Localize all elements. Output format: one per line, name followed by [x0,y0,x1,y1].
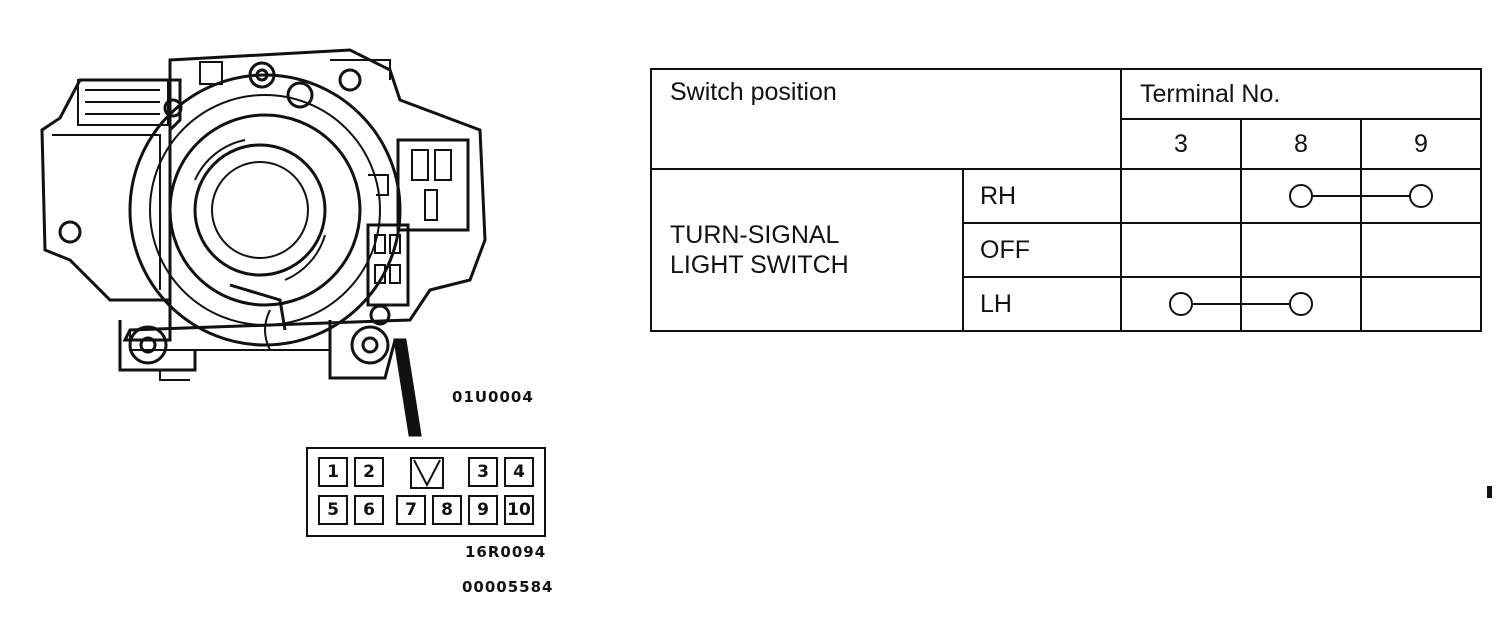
position-off: OFF [962,222,1122,278]
pin-4: 4 [504,457,534,487]
continuity-table: Switch position Terminal No. 3 8 9 TURN-… [650,68,1482,332]
terminal-8-header: 8 [1240,118,1362,170]
switch-name-cell: TURN-SIGNAL LIGHT SWITCH [650,168,964,332]
pin-6: 6 [354,495,384,525]
connector-face: 1 2 3 4 5 6 7 8 9 10 [306,447,546,537]
terminal-no-header: Terminal No. [1120,68,1482,120]
cell-lh-8 [1240,276,1362,332]
cell-lh-9 [1360,276,1482,332]
position-rh: RH [962,168,1122,224]
pin-1: 1 [318,457,348,487]
pin-3: 3 [468,457,498,487]
connector-code: 16R0094 [465,543,547,561]
switch-name-line2: LIGHT SWITCH [670,251,849,279]
document-code: 00005584 [462,578,554,596]
cell-rh-9 [1360,168,1482,224]
pin-10: 10 [504,495,534,525]
cell-off-8 [1240,222,1362,278]
pin-5: 5 [318,495,348,525]
pin-9: 9 [468,495,498,525]
switch-name-line1: TURN-SIGNAL [670,221,840,249]
terminal-3-header: 3 [1120,118,1242,170]
cell-rh-3 [1120,168,1242,224]
pin-8: 8 [432,495,462,525]
cell-off-9 [1360,222,1482,278]
position-lh: LH [962,276,1122,332]
terminal-9-header: 9 [1360,118,1482,170]
combination-switch-illustration [40,48,487,437]
margin-mark [1487,486,1492,498]
cell-off-3 [1120,222,1242,278]
cell-rh-8 [1240,168,1362,224]
switch-position-header: Switch position [650,68,1122,170]
key-slot-icon [410,457,444,489]
figure-code: 01U0004 [452,388,534,406]
cell-lh-3 [1120,276,1242,332]
pin-2: 2 [354,457,384,487]
pin-7: 7 [396,495,426,525]
